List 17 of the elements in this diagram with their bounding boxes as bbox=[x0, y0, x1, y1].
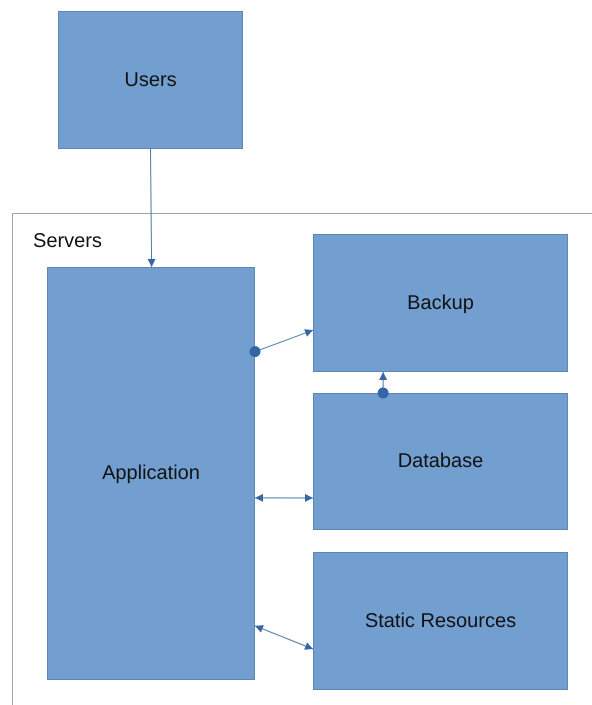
process-box bbox=[313, 393, 568, 530]
process-box bbox=[313, 552, 568, 690]
arrow bbox=[254, 625, 314, 650]
box-label: Static Resources bbox=[364, 610, 516, 632]
process-box bbox=[313, 234, 568, 372]
box-label: Users bbox=[124, 68, 177, 92]
container-frame bbox=[12, 213, 592, 705]
arrow bbox=[254, 494, 314, 502]
box-label: Database bbox=[398, 450, 484, 473]
process-box bbox=[47, 267, 255, 680]
group-label: Servers bbox=[33, 230, 102, 253]
arrow bbox=[250, 329, 314, 358]
box-label: Backup bbox=[407, 292, 474, 314]
box-label: Application bbox=[102, 462, 200, 485]
arrow bbox=[148, 148, 156, 268]
arrow bbox=[378, 372, 389, 398]
process-box bbox=[58, 11, 243, 149]
